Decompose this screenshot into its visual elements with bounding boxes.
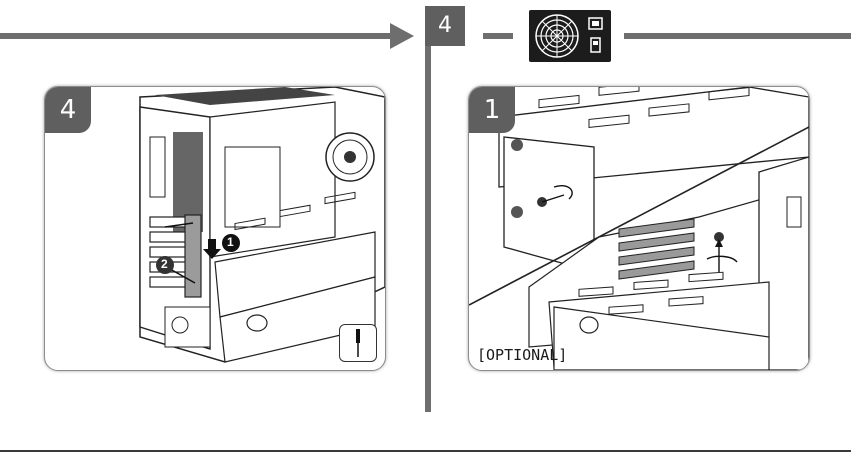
footer-rule [0, 450, 851, 452]
instruction-panel-left: 1 2 4 [44, 86, 386, 371]
section-divider [425, 40, 431, 412]
step-number-tab: 4 [425, 6, 465, 46]
screwdriver-icon [340, 325, 376, 361]
progress-arrow-bar [0, 33, 395, 39]
power-supply-icon [529, 10, 611, 62]
progress-dash [483, 33, 513, 39]
callout-1-label: 1 [227, 235, 234, 249]
callout-2-label: 2 [161, 257, 168, 271]
case-side-illustration [45, 87, 385, 370]
optional-note: [OPTIONAL] [477, 346, 567, 364]
instruction-panel-right: 1 [OPTIONAL] [468, 86, 810, 371]
panel-step-badge: 1 [469, 87, 515, 133]
case-interior-illustration [469, 87, 809, 370]
progress-bar-right [624, 33, 851, 39]
tool-box [339, 324, 377, 362]
arrow-head-icon [390, 23, 416, 49]
panel-step-badge: 4 [45, 87, 91, 133]
